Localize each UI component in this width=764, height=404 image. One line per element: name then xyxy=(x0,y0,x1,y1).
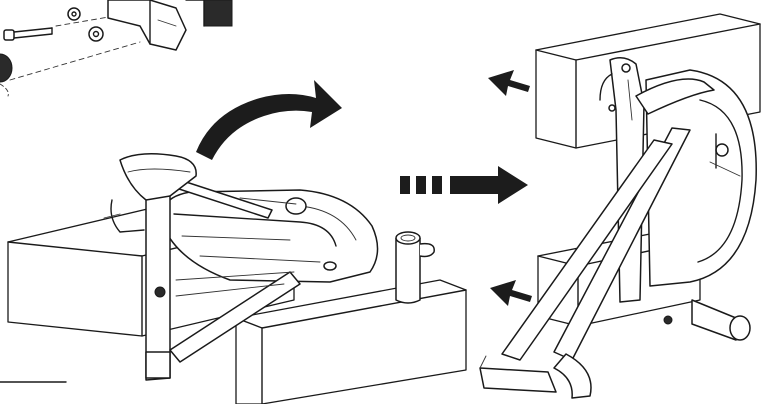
dashed-right-arrow-icon xyxy=(400,166,528,204)
washer xyxy=(67,7,81,21)
bracket xyxy=(107,0,233,51)
seat-post-tube xyxy=(395,231,435,304)
bolt xyxy=(3,27,53,41)
base-foot xyxy=(479,353,592,399)
hardware-detail xyxy=(0,0,233,97)
nut xyxy=(88,26,104,42)
upright-post xyxy=(103,153,197,381)
drive-housing xyxy=(163,189,379,283)
right-scene xyxy=(479,13,761,399)
left-arrow-icon xyxy=(490,280,532,306)
curved-rotate-arrow-icon xyxy=(196,80,342,160)
left-arrow-icon xyxy=(488,70,530,96)
rear-wheel xyxy=(663,299,751,341)
roller-partial xyxy=(0,53,13,97)
flywheel-housing xyxy=(645,69,757,287)
lower-rail xyxy=(169,271,301,363)
left-scene xyxy=(0,80,467,404)
support-box-front xyxy=(235,279,467,404)
